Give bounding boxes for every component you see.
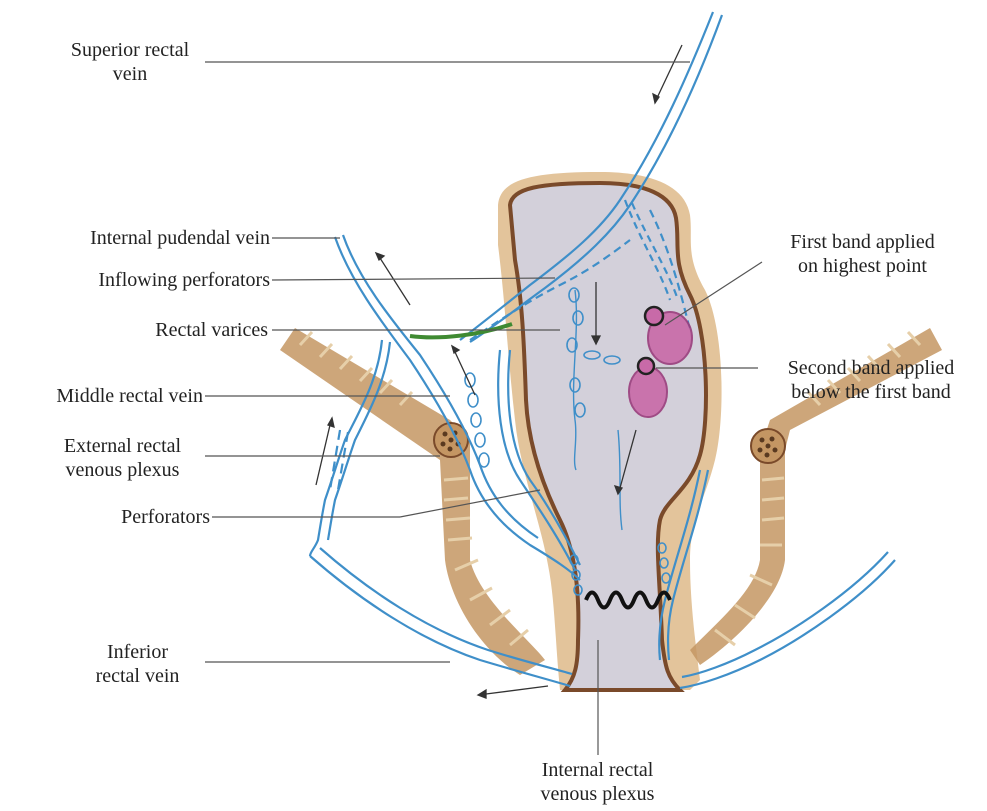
left-levator-muscle — [280, 328, 545, 675]
label-perforators: Perforators — [50, 505, 210, 529]
label-internal-pudendal-vein: Internal pudendal vein — [10, 226, 270, 250]
rectal-varix-green — [410, 324, 512, 337]
label-middle-rectal-vein: Middle rectal vein — [5, 384, 203, 408]
label-rectal-varices: Rectal varices — [10, 318, 268, 342]
label-inflowing-perforators: Inflowing perforators — [10, 268, 270, 292]
right-nerve-bundle — [751, 429, 785, 463]
